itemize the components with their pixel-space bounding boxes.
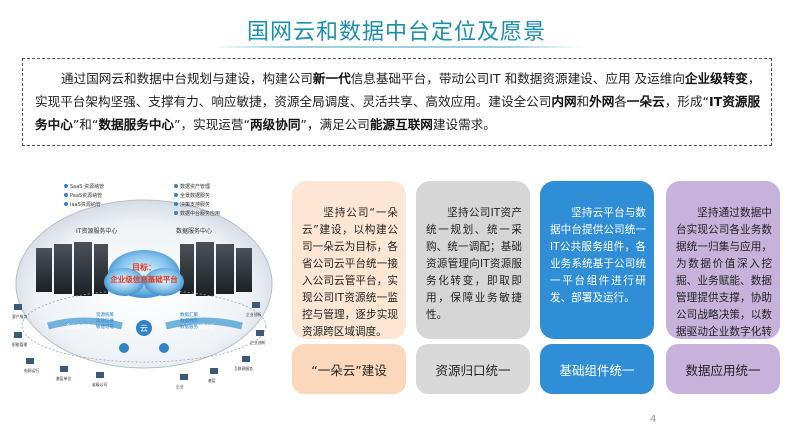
architecture-diagram: SaaS 资源纳管 PaaS资源纳管 IaaS资源纳管 数据资产管理 全景数据服…: [4, 176, 280, 390]
left-list-item: PaaS资源纳管: [70, 192, 102, 199]
svg-text:企业创新: 企业创新: [246, 312, 261, 317]
device-node: 企业创新: [250, 330, 265, 345]
svg-text:基层单位: 基层单位: [56, 376, 71, 381]
card-resource-unification: 坚持公司IT资产统一规划、统一采购、统一调配；基础资源管理向IT资源服务化转变，…: [416, 181, 530, 339]
device-node: 互联网服务: [234, 356, 253, 371]
left-band-label: 企业级云平台: [66, 323, 96, 330]
server-racks-right: [180, 242, 252, 296]
device-node: 客户服务: [12, 304, 27, 319]
intro-text: 通过国网云和数据中台规划与建设，构建公司新一代信息基础平台，带动公司IT 和数据…: [35, 71, 760, 132]
intro-emphasis: 数据服务中心: [98, 117, 174, 132]
intro-segment: ”，实现运营“: [174, 117, 251, 132]
right-list-item: 数据资产管理: [180, 183, 210, 190]
left-line: 资源统筹: [96, 311, 114, 318]
left-line: 敏捷可靠: [96, 323, 114, 330]
intro-emphasis: 两级协同: [250, 117, 301, 132]
intro-segment: 各: [614, 94, 627, 109]
page-number: 4: [650, 414, 657, 425]
tag-one-cloud: “一朵云”建设: [292, 344, 406, 394]
intro-segment: 建设需求。: [432, 117, 496, 132]
connection-ring: [21, 289, 267, 363]
device-node: 企业: [176, 374, 188, 389]
intro-emphasis: IT资源服务中心: [35, 94, 761, 132]
card-data-application-unification: 坚持通过数据中台实现公司各业务数据统一归集与应用，为数据价值深入挖掘、业务赋能、…: [666, 181, 780, 339]
center-cloud-badge: [136, 320, 152, 336]
cloud-label-2: 企业级信息基础平台: [109, 274, 178, 284]
intro-segment: ，形成“: [664, 94, 709, 109]
center-glyph: 云: [140, 324, 148, 333]
right-line: 数据服务: [180, 323, 198, 330]
intro-segment: 和: [576, 94, 590, 109]
card-text: 坚持公司IT资产统一规划、统一采购、统一调配；基础资源管理向IT资源服务化转变，…: [426, 207, 522, 321]
left-list-item: IaaS资源纳管: [70, 201, 101, 208]
card-component-unification: 坚持云平台与数据中台提供公司统一IT公共服务组件，各业务系统基于公司统一平台组件…: [540, 181, 654, 339]
device-node: 企业创新: [246, 302, 261, 317]
device-node: 省级公司: [92, 372, 107, 387]
right-header: 数据服务中心: [176, 227, 212, 235]
right-band-label: 企业级数据中台: [180, 323, 215, 330]
right-list: 数据资产管理 全景数据服务 决策支持服务 数据中台服务应用: [174, 183, 220, 217]
intro-segment: ，实现平台架构坚强、支撑有力、响应敏捷，资源全局调度、灵活共享、高效应用。建设全…: [35, 71, 761, 109]
tag-component-unification: 基础组件统一: [540, 344, 654, 394]
intro-segment: 信息基础平台，带动公司IT 和数据资源建设、应用 及运维向: [350, 71, 685, 86]
tag-data-application-unification: 数据应用统一: [666, 344, 780, 394]
svg-text:企业创新: 企业创新: [250, 340, 265, 345]
device-node: 职能管理: [12, 332, 27, 347]
device-node: 基层单位: [56, 366, 71, 381]
card-text: 坚持公司“一朵云”建设，以构建公司一朵云为目标，各省公司云平台统一接入公司云管平…: [302, 207, 398, 338]
device-nodes: 客户服务 职能管理 电网运行 基层单位 省级公司 企业创新 企业创新 互联网服务…: [12, 302, 265, 389]
left-list-item: SaaS 资源纳管: [70, 183, 104, 190]
left-line: 高效运维: [96, 317, 114, 324]
page-title: 国网云和数据中台定位及愿景: [246, 20, 546, 45]
intro-emphasis: 外网: [589, 94, 615, 109]
right-list-item: 决策支持服务: [180, 201, 210, 208]
intro-emphasis: 新一代: [312, 71, 351, 86]
intro-emphasis: 一朵云: [626, 94, 665, 109]
cloud-label-1: 目标：: [132, 262, 156, 272]
left-header: IT资源服务中心: [76, 227, 117, 235]
intro-emphasis: 企业级转变: [684, 71, 748, 86]
intro-segment: ”，满足公司: [300, 117, 370, 132]
svg-text:电网运行: 电网运行: [24, 368, 39, 373]
svg-text:客户服务: 客户服务: [12, 314, 27, 319]
intro-box: 通过国网云和数据中台规划与建设，构建公司新一代信息基础平台，带动公司IT 和数据…: [22, 58, 772, 146]
server-racks-left: [36, 242, 108, 296]
svg-text:企业: 企业: [176, 384, 184, 389]
card-text: 坚持云平台与数据中台提供公司统一IT公共服务组件，各业务系统基于公司统一平台组件…: [550, 207, 646, 304]
left-list: SaaS 资源纳管 PaaS资源纳管 IaaS资源纳管: [64, 183, 104, 208]
intro-segment: ”和“: [72, 117, 99, 132]
tag-resource-unification: 资源归口统一: [416, 344, 530, 394]
device-node: 基层: [208, 368, 218, 383]
cloud-icon: [104, 250, 184, 298]
right-line: 数据共享: [180, 317, 198, 324]
intro-emphasis: 能源互联网: [369, 117, 433, 132]
svg-text:基层: 基层: [208, 378, 216, 383]
card-one-cloud: 坚持公司“一朵云”建设，以构建公司一朵云为目标，各省公司云平台统一接入公司云管平…: [292, 181, 406, 339]
svg-text:省级公司: 省级公司: [92, 382, 107, 387]
svg-text:互联网服务: 互联网服务: [234, 366, 253, 371]
title-underline: [212, 46, 582, 48]
card-text: 坚持通过数据中台实现公司各业务数据统一归集与应用，为数据价值深入挖掘、业务赋能、…: [676, 207, 772, 338]
intro-segment: 通过国网云和数据中台规划与建设，构建公司: [61, 71, 313, 86]
device-node: 电网运行: [24, 358, 39, 373]
svg-text:职能管理: 职能管理: [12, 342, 27, 347]
intro-emphasis: 内网: [551, 94, 577, 109]
right-line: 数据汇聚: [180, 311, 198, 318]
right-list-item: 全景数据服务: [180, 192, 210, 199]
right-list-item: 数据中台服务应用: [180, 210, 220, 217]
